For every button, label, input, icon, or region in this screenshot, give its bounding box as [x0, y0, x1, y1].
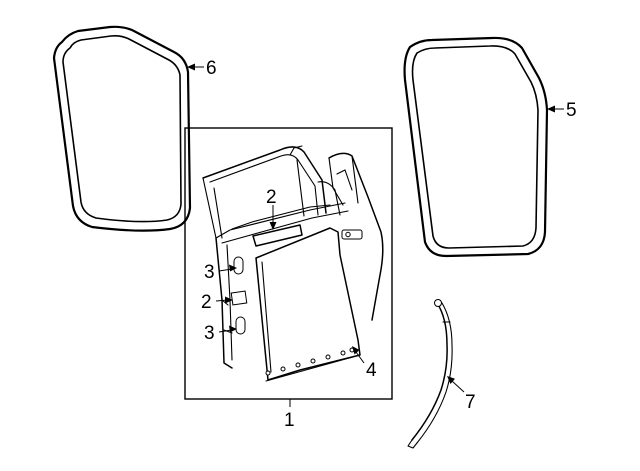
callout-4: 4 — [366, 360, 377, 381]
callout-1: 1 — [284, 410, 295, 431]
callout-5: 5 — [566, 100, 577, 121]
rear-door-shell — [202, 145, 384, 369]
outer-door-panel-part-4 — [255, 227, 361, 382]
hole-plug-lower — [235, 316, 246, 335]
hole-plug-upper — [233, 256, 244, 275]
callout-3-upper: 3 — [204, 262, 215, 283]
callout-labels: 6 5 2 3 2 3 4 7 1 — [201, 58, 577, 431]
callout-3-lower: 3 — [204, 323, 215, 344]
weatherstrip-right-part-5 — [403, 36, 549, 258]
callout-2-lower: 2 — [201, 292, 212, 313]
weatherstrip-left-part-6 — [52, 25, 192, 232]
door-assembly-box-part-1 — [184, 127, 393, 400]
leader-lines — [187, 63, 564, 407]
wiring-harness-part-7 — [407, 299, 453, 449]
tape-patch-lower — [230, 290, 248, 306]
callout-6: 6 — [206, 58, 217, 79]
tape-strip-upper — [252, 224, 303, 247]
callout-7: 7 — [465, 392, 476, 413]
door-handle — [341, 229, 363, 240]
callout-2-upper: 2 — [266, 187, 277, 208]
